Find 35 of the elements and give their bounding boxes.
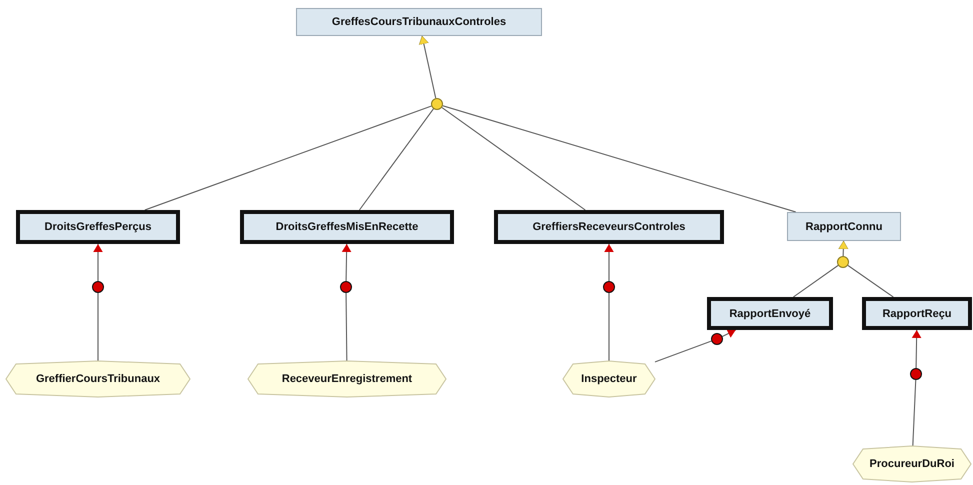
agent-hexagon: Inspecteur [563,361,655,397]
connector-line [441,107,586,210]
connector-line [358,108,434,210]
refinement-circle [431,98,443,110]
agent-hexagon: GreffierCoursTribunaux [6,361,190,397]
assignment-circle [910,368,922,380]
connector-line [346,292,348,362]
arrow [604,244,614,282]
arrow [342,244,352,282]
arrow [418,36,436,99]
assignment-circle [711,333,723,345]
goal-box: RapportConnu [787,212,901,241]
connector-line [847,264,894,298]
requirement-box: DroitsGreffesMisEnRecette [240,210,454,244]
connector-line [608,292,610,362]
requirement-box: RapportEnvoyé [707,297,833,330]
arrow [93,244,103,282]
refinement-circle [837,256,849,268]
assignment-circle [603,281,615,293]
arrow [722,329,736,338]
agent-hexagon: ReceveurEnregistrement [248,361,446,397]
connector-line [144,106,432,210]
requirement-box: GreffiersReceveursControles [494,210,724,244]
connector-line [912,380,916,446]
requirement-box: DroitsGreffesPerçus [16,210,180,244]
agent-hexagon: ProcureurDuRoi [853,446,971,482]
assignment-circle [92,281,104,293]
arrow [912,330,922,368]
assignment-circle [340,281,352,293]
goal-box: GreffesCoursTribunauxControles [296,8,542,36]
connector-line [654,340,712,362]
arrow [838,240,848,256]
requirement-box: RapportReçu [862,297,972,330]
connector-line [792,264,839,298]
connector-line [442,105,796,212]
